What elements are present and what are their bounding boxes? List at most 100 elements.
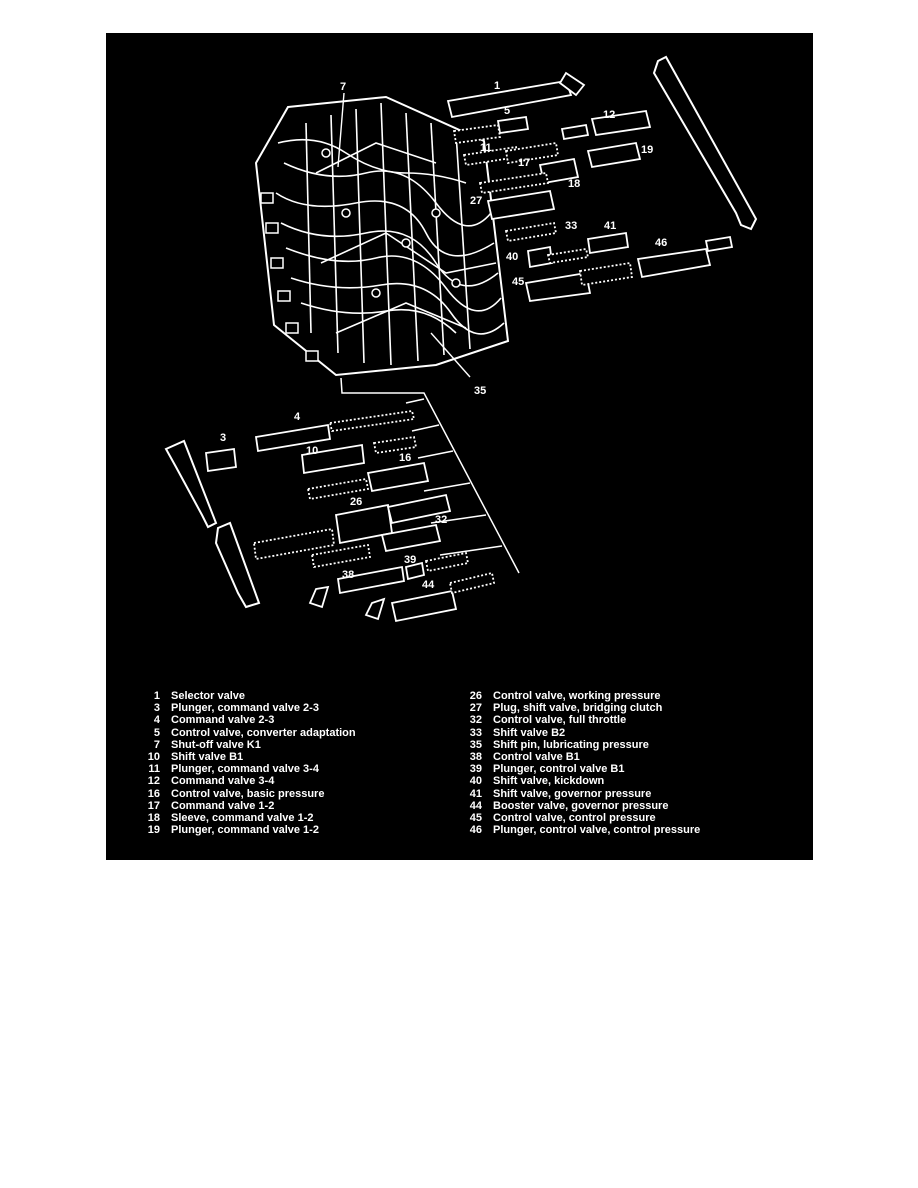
legend-text: Plunger, command valve 3-4: [171, 763, 319, 776]
callout-27: 27: [470, 195, 482, 207]
callout-3: 3: [220, 432, 226, 444]
legend-number: 1: [153, 690, 160, 702]
callout-1: 1: [494, 80, 500, 92]
legend-item: 39 Plunger, control valve B1: [460, 763, 700, 775]
legend-text: Shut-off valve K1: [171, 738, 261, 751]
legend-text: Shift valve B1: [171, 751, 244, 764]
legend-text: Command valve 2-3: [171, 714, 275, 727]
legend-text: Control valve, working pressure: [493, 690, 661, 702]
legend-number: 17: [147, 799, 160, 812]
callout-7: 7: [340, 81, 346, 93]
legend-text: Plunger, control valve B1: [493, 763, 625, 776]
callout-41: 41: [604, 220, 616, 232]
legend-number: 35: [469, 738, 482, 751]
legend-number: 27: [469, 702, 482, 715]
callout-16: 16: [399, 452, 411, 464]
legend-text: Command valve 1-2: [171, 799, 275, 812]
valve-parts-upper: [446, 71, 734, 303]
legend-text: Control valve, basic pressure: [171, 787, 325, 800]
legend-item: 12 Command valve 3-4: [141, 775, 356, 787]
legend-item: 45 Control valve, control pressure: [460, 812, 700, 824]
legend-number: 3: [153, 702, 160, 715]
legend-text: Plunger, command valve 1-2: [171, 824, 319, 837]
callout-4: 4: [294, 411, 301, 423]
callout-39: 39: [404, 554, 416, 566]
valve-body-channels: [275, 102, 505, 366]
legend-item: 3 Plunger, command valve 2-3: [141, 702, 356, 714]
legend-item: 11 Plunger, command valve 3-4: [141, 763, 356, 775]
exploded-view-figure: 1 5 7 12 11 17 19 18 27 33 41 46 40 45 3…: [106, 33, 813, 860]
callout-17: 17: [518, 157, 530, 169]
legend-text: Plug, shift valve, bridging clutch: [493, 702, 663, 715]
legend-number: 11: [148, 763, 160, 776]
callout-32: 32: [435, 514, 447, 526]
legend-text: Shift valve B2: [493, 726, 566, 739]
callout-11: 11: [480, 142, 492, 154]
legend-item: 38 Control valve B1: [460, 751, 700, 763]
legend-text: Booster valve, governor pressure: [493, 799, 669, 812]
legend-item: 26 Control valve, working pressure: [460, 690, 700, 702]
legend-number: 44: [469, 799, 482, 812]
callout-26: 26: [350, 496, 362, 508]
legend-text: Shift pin, lubricating pressure: [493, 738, 649, 751]
legend-text: Shift valve, governor pressure: [493, 787, 652, 800]
legend-text: Plunger, command valve 2-3: [171, 702, 319, 715]
legend-number: 18: [147, 812, 160, 825]
legend-item: 32 Control valve, full throttle: [460, 714, 700, 726]
legend-text: Control valve B1: [493, 751, 580, 764]
legend-item: 46 Plunger, control valve, control pressu…: [460, 824, 700, 836]
legend-text: Control valve, converter adaptation: [171, 726, 356, 739]
legend-item: 5 Control valve, converter adaptation: [141, 727, 356, 739]
legend-item: 1 Selector valve: [141, 690, 356, 702]
callout-18: 18: [568, 178, 580, 190]
legend-item: 40 Shift valve, kickdown: [460, 775, 700, 787]
lower-bracket-lines: [340, 377, 520, 574]
legend-item: 27 Plug, shift valve, bridging clutch: [460, 702, 700, 714]
valve-body-bores: [260, 148, 461, 362]
callout-45: 45: [512, 276, 524, 288]
legend-item: 33 Shift valve B2: [460, 727, 700, 739]
legend-number: 5: [153, 726, 160, 739]
callout-44: 44: [422, 579, 435, 591]
legend-text: Control valve, control pressure: [493, 812, 656, 825]
callout-38: 38: [342, 569, 354, 581]
callout-5: 5: [504, 105, 510, 117]
legend-number: 41: [469, 787, 482, 800]
legend-text: Shift valve, kickdown: [493, 775, 605, 788]
callout-numbers: 1 5 7 12 11 17 19 18 27 33 41 46 40 45 3…: [220, 80, 667, 591]
legend-number: 46: [469, 824, 482, 837]
legend-number: 26: [469, 690, 482, 702]
legend-number: 45: [469, 812, 482, 825]
legend-item: 35 Shift pin, lubricating pressure: [460, 739, 700, 751]
legend-number: 39: [469, 763, 482, 776]
legend-number: 32: [469, 714, 482, 727]
callout-46: 46: [655, 237, 667, 249]
legend-item: 10 Shift valve B1: [141, 751, 356, 763]
legend-text: Selector valve: [171, 690, 245, 702]
callout-19: 19: [641, 144, 653, 156]
legend-number: 40: [469, 775, 482, 788]
valve-body-diagram: 1 5 7 12 11 17 19 18 27 33 41 46 40 45 3…: [164, 55, 758, 623]
legend-number: 10: [147, 751, 160, 764]
legend-right: 26 Control valve, working pressure 27 Plug,…: [460, 690, 700, 836]
legend-number: 38: [469, 751, 482, 764]
legend-number: 19: [147, 824, 160, 837]
leader-lines: [337, 92, 471, 378]
legend-item: 44 Booster valve, governor pressure: [460, 800, 700, 812]
selector-valve: [446, 79, 573, 119]
legend-number: 12: [147, 775, 160, 788]
legend-text: Plunger, control valve, control pressure: [493, 824, 701, 837]
legend-text: Control valve, full throttle: [493, 714, 627, 727]
separator-plates: [164, 55, 758, 609]
legend-number: 33: [469, 726, 482, 739]
legend-item: 19 Plunger, command valve 1-2: [141, 824, 356, 836]
callout-35: 35: [474, 385, 486, 397]
legend-text: Command valve 3-4: [171, 775, 275, 788]
legend-item: 17 Command valve 1-2: [141, 800, 356, 812]
legend-left: 1 Selector valve 3 Plunger, command valve 2…: [141, 690, 356, 836]
valve-parts-lower: [205, 409, 496, 623]
